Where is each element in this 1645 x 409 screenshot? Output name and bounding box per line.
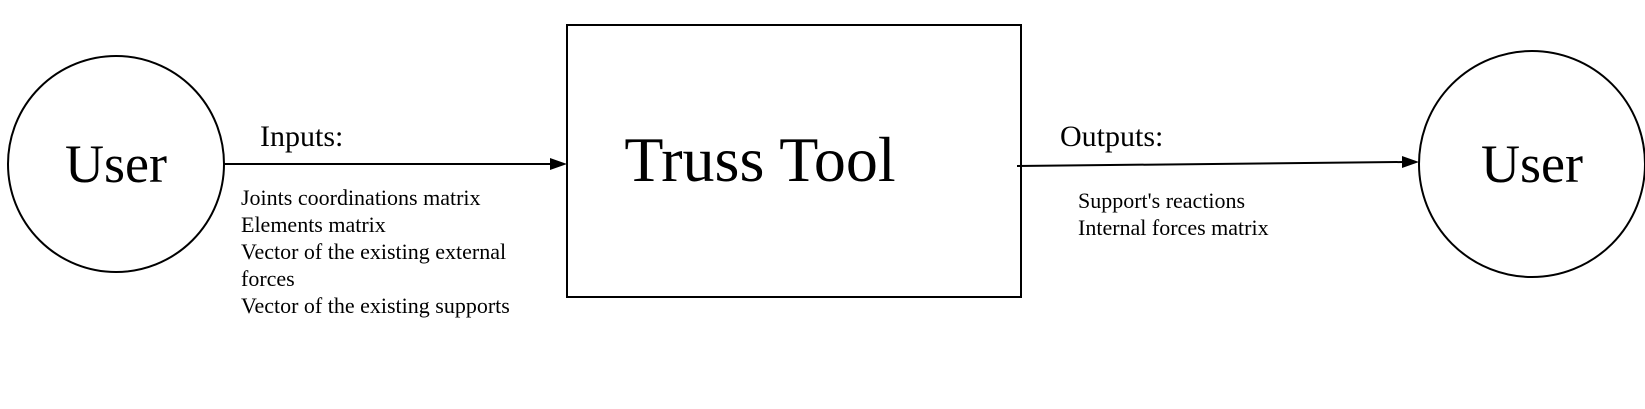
inputs-item: Elements matrix: [241, 212, 386, 237]
inputs-item: forces: [241, 266, 295, 291]
outputs-edge: Outputs: Support's reactions Internal fo…: [1016, 120, 1419, 240]
outputs-arrowhead: [1402, 156, 1419, 168]
inputs-item: Vector of the existing external: [241, 239, 506, 264]
outputs-item: Support's reactions: [1078, 188, 1245, 213]
outputs-item-list: Support's reactions Internal forces matr…: [1078, 188, 1269, 240]
user-right-circle: [1418, 50, 1645, 278]
inputs-item: Vector of the existing supports: [241, 293, 510, 318]
user-left-node: User: [7, 55, 225, 273]
user-right-label: User: [1481, 134, 1583, 194]
user-left-label: User: [65, 134, 167, 194]
inputs-item-list: Joints coordinations matrix Elements mat…: [241, 185, 510, 318]
outputs-heading: Outputs:: [1060, 120, 1163, 153]
outputs-item: Internal forces matrix: [1078, 215, 1269, 240]
outputs-arrow-line: [1016, 161, 1405, 167]
truss-tool-box: [566, 24, 1022, 298]
truss-tool-node: Truss Tool: [566, 24, 1022, 298]
inputs-edge: Inputs: Joints coordinations matrix Elem…: [224, 120, 567, 318]
truss-tool-label: Truss Tool: [624, 124, 895, 195]
user-right-node: User: [1418, 50, 1645, 278]
inputs-heading: Inputs:: [260, 120, 343, 153]
inputs-arrowhead: [550, 158, 567, 170]
inputs-item: Joints coordinations matrix: [241, 185, 481, 210]
